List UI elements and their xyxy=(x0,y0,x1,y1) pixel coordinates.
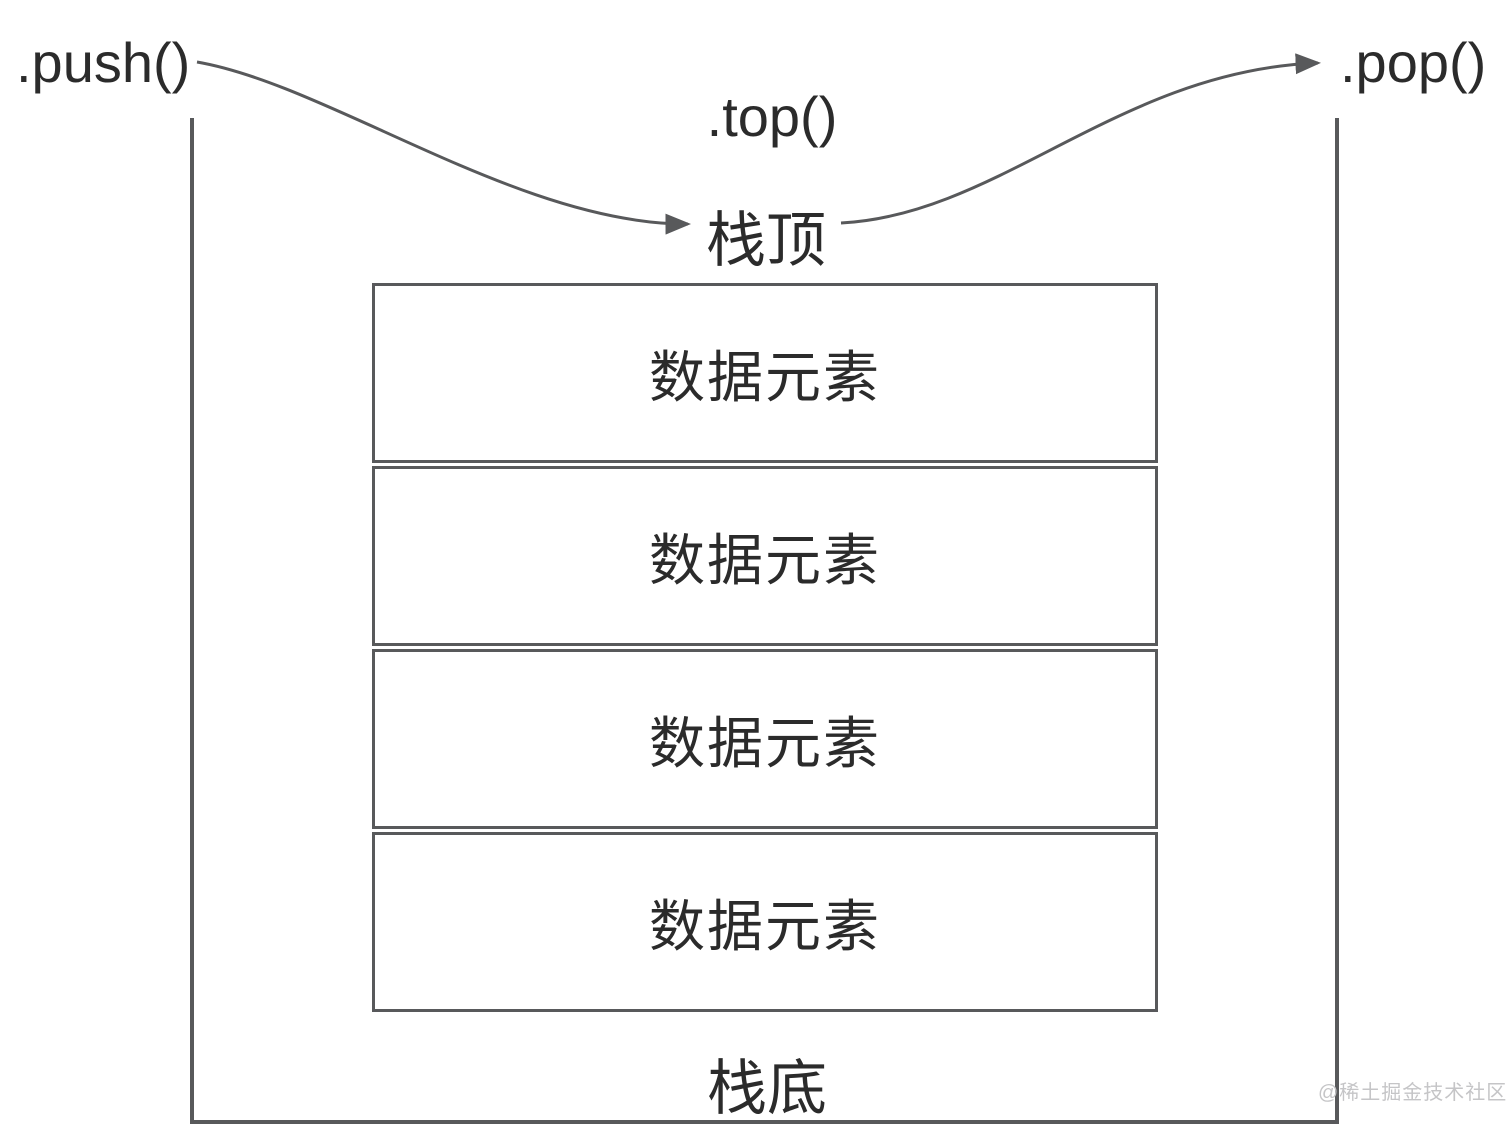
pop-method-label: .pop() xyxy=(1340,31,1487,94)
stack-element-row: 数据元素 xyxy=(372,466,1158,646)
stack-element-label: 数据元素 xyxy=(649,711,881,775)
stack-element-label: 数据元素 xyxy=(649,894,881,958)
stack-element-row: 数据元素 xyxy=(372,649,1158,829)
stack-element-label: 数据元素 xyxy=(649,528,881,592)
top-method-label: .top() xyxy=(706,85,838,148)
watermark: @稀土掘金技术社区 xyxy=(1318,1082,1508,1104)
stack-element-label: 数据元素 xyxy=(649,345,881,409)
stack-element-row: 数据元素 xyxy=(372,832,1158,1012)
stack-elements: 数据元素 数据元素 数据元素 数据元素 xyxy=(372,283,1158,1015)
stack-outline xyxy=(190,118,1339,1124)
stack-top-label: 栈顶 xyxy=(706,207,826,274)
stack-bottom-label: 栈底 xyxy=(707,1055,827,1122)
push-method-label: .push() xyxy=(16,31,191,94)
stack-element-row: 数据元素 xyxy=(372,283,1158,463)
